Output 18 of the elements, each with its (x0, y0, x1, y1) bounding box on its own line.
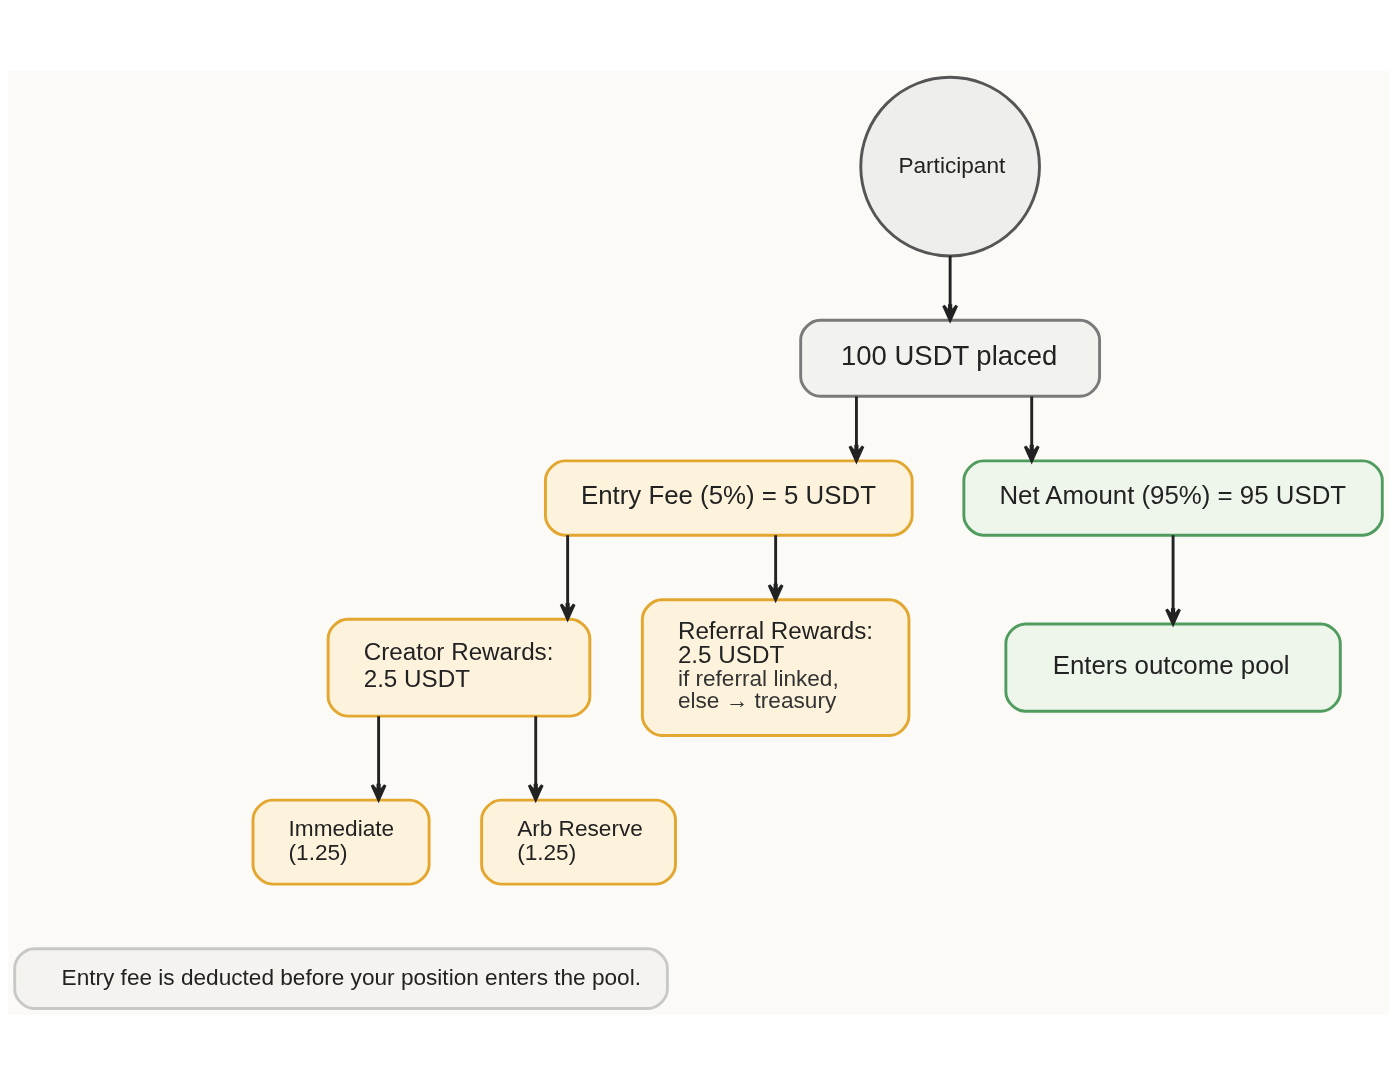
node-box: Entry Fee (5%) = 5 USDT (543, 459, 914, 537)
arrow (1165, 535, 1182, 626)
node-box: Net Amount (95%) = 95 USDT (962, 459, 1384, 537)
node-box: Referral Rewards: 2.5 USDT if referral linked, else → treasury (640, 598, 911, 737)
arrow (527, 716, 544, 802)
node-box: Enters outcome pool (1004, 622, 1342, 713)
node-box: 100 USDT placed (799, 318, 1102, 398)
node-circle: Participant (859, 75, 1041, 258)
node-box: Arb Reserve (1.25) (480, 798, 677, 886)
arrow (767, 535, 784, 602)
node-box: Immediate (1.25) (251, 798, 431, 886)
arrow (848, 396, 865, 463)
node-box: Entry fee is deducted before your position enters the pool. (13, 947, 669, 1010)
node-box: Creator Rewards: 2.5 USDT (326, 617, 592, 718)
arrow (559, 535, 576, 621)
arrow (942, 255, 959, 322)
arrow (1023, 396, 1040, 463)
arrow (370, 716, 387, 802)
